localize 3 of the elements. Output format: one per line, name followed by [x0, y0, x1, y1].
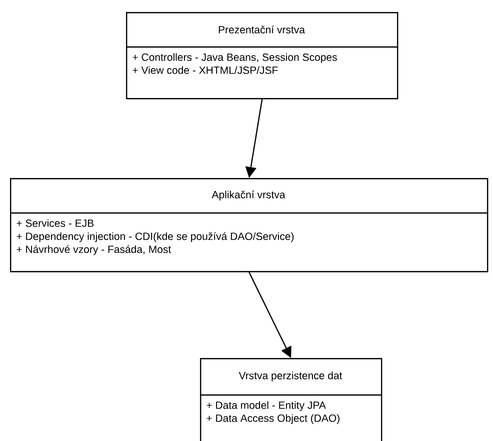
class-box: Aplikační vrstva + Services - EJB + Dependency injection - CDI(kde se používá DAO/Service) + Návrhové vzory - Fasáda, Most [10, 178, 488, 272]
class-box: Vrstva perzistence dat + Data model - Entity JPA + Data Access Object (DAO) [200, 358, 382, 441]
class-box: Prezentační vrstva + Controllers - Java Beans, Session Scopes + View code - XHTML/JSP/JSF [126, 12, 398, 100]
